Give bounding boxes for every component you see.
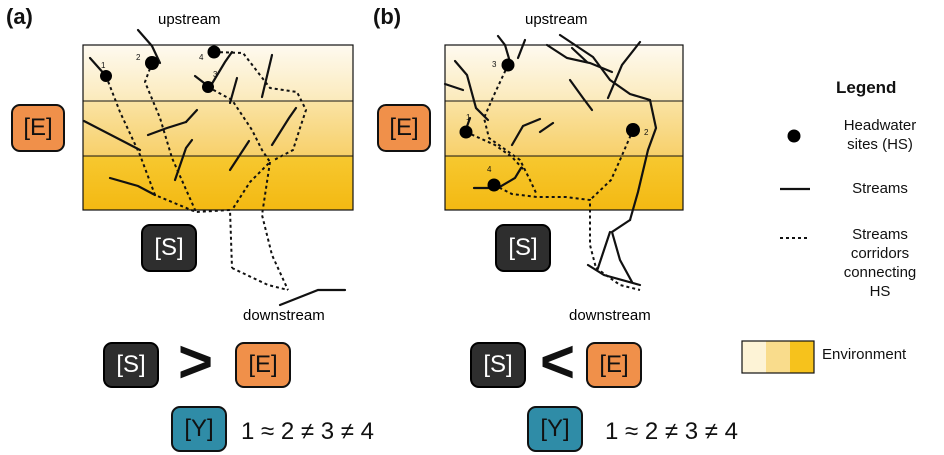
- legend-env-swatch-light: [742, 341, 766, 373]
- upstream-label: upstream: [158, 11, 221, 28]
- legend-headwater-dot-icon: [787, 129, 801, 143]
- legend-corridors-line: Streams: [852, 226, 908, 243]
- headwater-site-2: [145, 56, 159, 70]
- relation-symbol: >: [178, 328, 214, 395]
- space-tag: [S]: [141, 224, 197, 272]
- space-tag: [S]: [103, 342, 159, 388]
- legend-streams-label: Streams: [852, 180, 908, 197]
- headwater-site-3: [202, 81, 214, 93]
- headwater-site-1: [100, 70, 112, 82]
- legend-title: Legend: [836, 78, 897, 97]
- headwater-sites: [100, 45, 221, 93]
- legend-headwater-line: sites (HS): [847, 136, 913, 153]
- stream-corridors: [465, 64, 641, 291]
- similarity-equation: 1 ≈ 2 ≠ 3 ≠ 4: [605, 418, 738, 445]
- panel-b-label: (b): [373, 4, 402, 29]
- environment-band-middle: [445, 101, 683, 156]
- legend-headwater-line: Headwater: [843, 117, 917, 134]
- response-tag: [Y]: [527, 406, 583, 452]
- legend-corridors-line: corridors: [850, 245, 910, 262]
- legend-corridors-line: connecting: [843, 264, 917, 281]
- map-frame: [444, 44, 684, 211]
- streams: [82, 28, 347, 307]
- map-frame: [82, 44, 354, 211]
- legend-environment-label: Environment: [822, 346, 907, 363]
- environment-band-lower: [445, 156, 683, 210]
- environment-band-upper: [445, 45, 683, 101]
- environment-tag: [E]: [235, 342, 291, 388]
- space-tag: [S]: [470, 342, 526, 388]
- space-tag: [S]: [495, 224, 551, 272]
- site-number-label: 3: [213, 70, 218, 79]
- similarity-equation: 1 ≈ 2 ≠ 3 ≠ 4: [241, 418, 374, 445]
- headwater-site-4: [487, 178, 501, 192]
- legend-headwater-label: Headwater sites (HS): [822, 116, 938, 154]
- site-number-label: 4: [487, 165, 492, 174]
- headwater-site-3: [501, 58, 515, 72]
- downstream-label: downstream: [243, 307, 325, 324]
- site-number-label: 2: [644, 128, 649, 137]
- environment-tag: [E]: [377, 104, 431, 152]
- site-number-label: 1: [101, 61, 106, 70]
- legend-corridors-line: HS: [869, 283, 891, 300]
- headwater-sites: [459, 58, 640, 192]
- environment-tag: [E]: [586, 342, 642, 388]
- panel-b-map: 1 2 3 4 upstream downstream: [443, 11, 684, 324]
- response-tag: [Y]: [171, 406, 227, 452]
- panel-a-label: (a): [6, 4, 33, 29]
- stream-corridors: [105, 51, 308, 291]
- headwater-site-4: [207, 45, 221, 59]
- legend-env-swatch-mid: [766, 341, 790, 373]
- legend-env-frame: [741, 340, 815, 374]
- legend-symbols: [741, 129, 815, 374]
- headwater-site-1: [459, 125, 473, 139]
- site-number-label: 2: [136, 53, 141, 62]
- environment-tag: [E]: [11, 104, 65, 152]
- relation-symbol: <: [540, 328, 576, 395]
- upstream-label: upstream: [525, 11, 588, 28]
- legend-corridors-label: Streams corridors connecting HS: [822, 225, 938, 301]
- environment-band-middle: [83, 101, 353, 156]
- panel-a-map: 1 2 3 4 upstream downstream: [82, 11, 354, 324]
- site-number-label: 3: [492, 60, 497, 69]
- downstream-label: downstream: [569, 307, 651, 324]
- site-number-label: 4: [199, 53, 204, 62]
- legend-env-swatch-dark: [790, 341, 814, 373]
- headwater-site-2: [626, 123, 640, 137]
- site-number-label: 1: [466, 113, 471, 122]
